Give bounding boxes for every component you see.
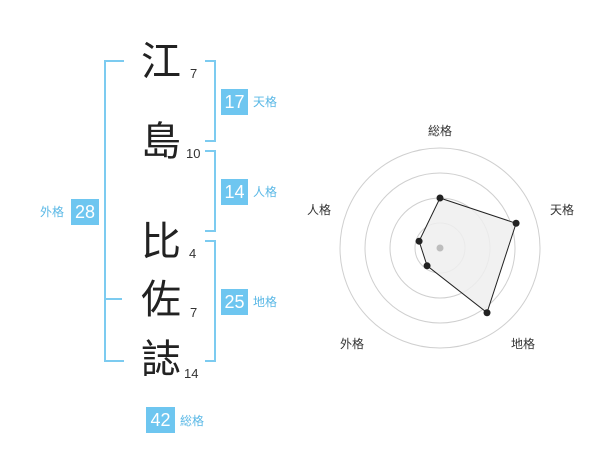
gaikaku-value-badge: 28 (71, 199, 99, 225)
name-char-4: 佐 (141, 277, 181, 323)
radar-point-1 (512, 219, 520, 227)
soukaku-label: 総格 (180, 414, 205, 428)
chikaku-value-badge: 25 (221, 289, 248, 315)
stroke-count-1: 7 (190, 66, 198, 81)
jinkaku-value-badge: 14 (221, 179, 248, 205)
radar-point-2 (483, 309, 491, 317)
tenkaku-label: 天格 (253, 95, 278, 109)
jinkaku-label: 人格 (253, 185, 278, 199)
tenkaku-value-badge: 17 (221, 89, 248, 115)
radar-ring (339, 147, 541, 349)
radar-point-0 (436, 194, 444, 202)
stroke-count-5: 14 (184, 366, 199, 381)
gaikaku-bracket (104, 60, 124, 362)
radar-point-3 (423, 262, 431, 270)
name-char-3: 比 (141, 219, 181, 265)
radar-ring (364, 172, 516, 324)
radar-data-polygon (418, 197, 517, 314)
name-char-5: 誌 (141, 337, 181, 383)
name-char-1: 江 (141, 39, 181, 85)
radar-center-dot (436, 244, 444, 252)
radar-axis-label-gaikaku: 外格 (340, 337, 365, 351)
gaikaku-bracket-tick (104, 298, 122, 300)
stroke-count-4: 7 (190, 305, 198, 320)
tenkaku-bracket (205, 60, 216, 142)
soukaku-value-badge: 42 (146, 407, 175, 433)
radar-axis-label-chikaku: 地格 (511, 337, 536, 351)
chikaku-bracket (205, 240, 216, 362)
radar-axis-label-soukaku: 総格 (428, 124, 453, 138)
stroke-count-3: 4 (189, 246, 197, 261)
name-char-2: 島 (141, 119, 181, 165)
radar-axis-label-tenkaku: 天格 (550, 203, 575, 217)
radar-axis-label-jinkaku: 人格 (307, 203, 332, 217)
radar-point-4 (415, 237, 423, 245)
jinkaku-bracket (205, 150, 216, 232)
stroke-count-2: 10 (186, 146, 201, 161)
chikaku-label: 地格 (253, 295, 278, 309)
gaikaku-label: 外格 (40, 205, 65, 219)
